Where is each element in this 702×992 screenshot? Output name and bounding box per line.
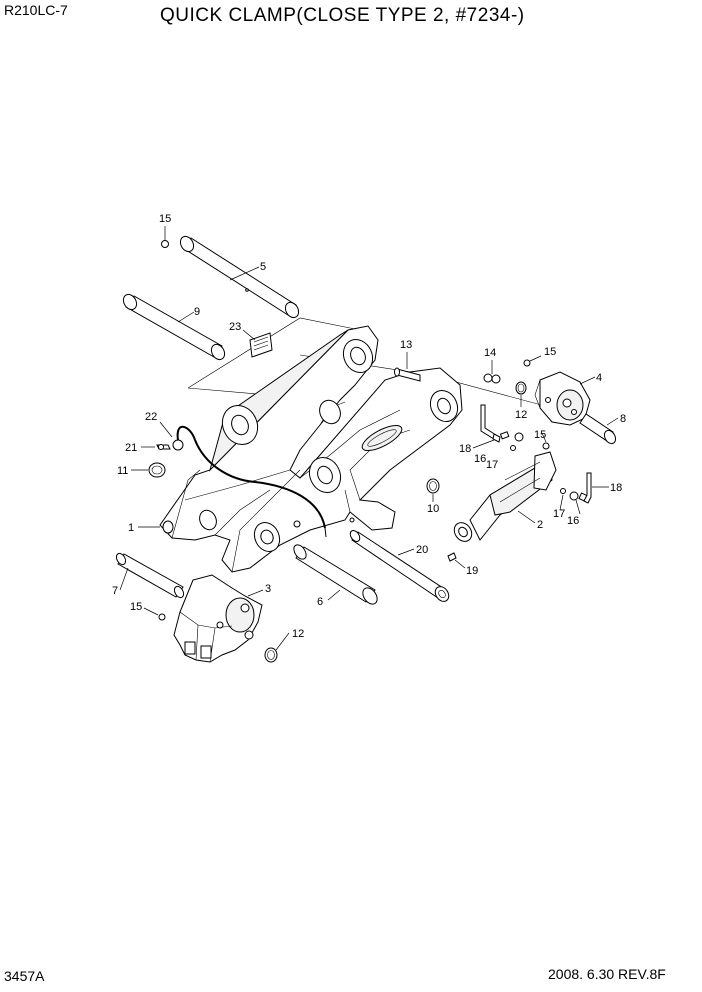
- callout-8: 8: [620, 413, 626, 425]
- pin-part-8: [579, 413, 617, 445]
- callout-13: 13: [400, 339, 412, 351]
- callout-18: 18: [610, 482, 622, 494]
- callout-5: 5: [260, 261, 266, 273]
- leader-lines: [119, 226, 619, 651]
- callout-12: 12: [515, 409, 527, 421]
- callout-10: 10: [427, 503, 439, 515]
- callout-17: 17: [486, 459, 498, 471]
- callout-14: 14: [484, 347, 496, 359]
- callout-3: 3: [265, 583, 271, 595]
- bolt-part-19: [447, 552, 457, 562]
- pin-part-9: [122, 293, 226, 361]
- o-ring-part-12-lower: [264, 647, 278, 663]
- callout-20: 20: [416, 544, 428, 556]
- fitting-part-14: [483, 373, 501, 384]
- pin-part-5: [179, 235, 300, 319]
- o-ring-part-12-upper: [515, 381, 527, 395]
- callout-15: 15: [534, 429, 546, 441]
- callout-11: 11: [117, 465, 128, 477]
- clip-pin-part-21: [156, 444, 171, 450]
- snap-ring-part-11: [148, 462, 166, 478]
- callout-15: 15: [159, 213, 171, 225]
- callout-22: 22: [145, 411, 157, 423]
- callout-6: 6: [317, 596, 323, 608]
- pin-part-6: [293, 544, 378, 605]
- callout-1: 1: [128, 522, 134, 534]
- callout-12: 12: [292, 628, 304, 640]
- pin-part-7: [115, 552, 185, 599]
- callout-16: 16: [567, 515, 579, 527]
- model-number: R210LC-7: [4, 2, 68, 18]
- callout-9: 9: [194, 306, 200, 318]
- clamp-block-part-4: [534, 371, 591, 426]
- o-ring-part-10: [426, 478, 440, 494]
- callout-15: 15: [544, 346, 556, 358]
- hose-part-18-upper: [480, 404, 501, 443]
- fitting-part-16-17-lower: [560, 488, 589, 503]
- pin-part-20: [349, 530, 450, 602]
- bolt-part-13: [394, 367, 421, 382]
- page-code: 3457A: [4, 968, 45, 984]
- callout-7: 7: [112, 585, 118, 597]
- callout-19: 19: [466, 565, 478, 577]
- sensor-cable-part-22: [172, 425, 327, 538]
- label-plate-part-23: [249, 332, 273, 358]
- lower-clamp-part-3: [173, 574, 263, 663]
- callout-21: 21: [125, 442, 137, 454]
- bolt-part-15: [158, 240, 550, 621]
- quick-clamp-frame-part-1: [159, 325, 463, 573]
- callout-labels: 15 5 9 23 13 14 15 4 12 8 22 21 11 18 16…: [112, 213, 626, 640]
- callout-16: 16: [474, 453, 486, 465]
- revision-date: 2008. 6.30 REV.8F: [548, 966, 666, 982]
- callout-15: 15: [130, 601, 142, 613]
- hydraulic-cylinder-part-2: [453, 451, 557, 542]
- callout-18: 18: [459, 443, 471, 455]
- page-title: QUICK CLAMP(CLOSE TYPE 2, #7234-): [160, 5, 525, 26]
- hose-part-18-lower: [583, 472, 592, 504]
- callout-23: 23: [229, 321, 241, 333]
- callout-17: 17: [553, 508, 565, 520]
- callout-2: 2: [537, 519, 543, 531]
- fitting-part-16-17-upper: [499, 431, 524, 451]
- callout-4: 4: [596, 372, 602, 384]
